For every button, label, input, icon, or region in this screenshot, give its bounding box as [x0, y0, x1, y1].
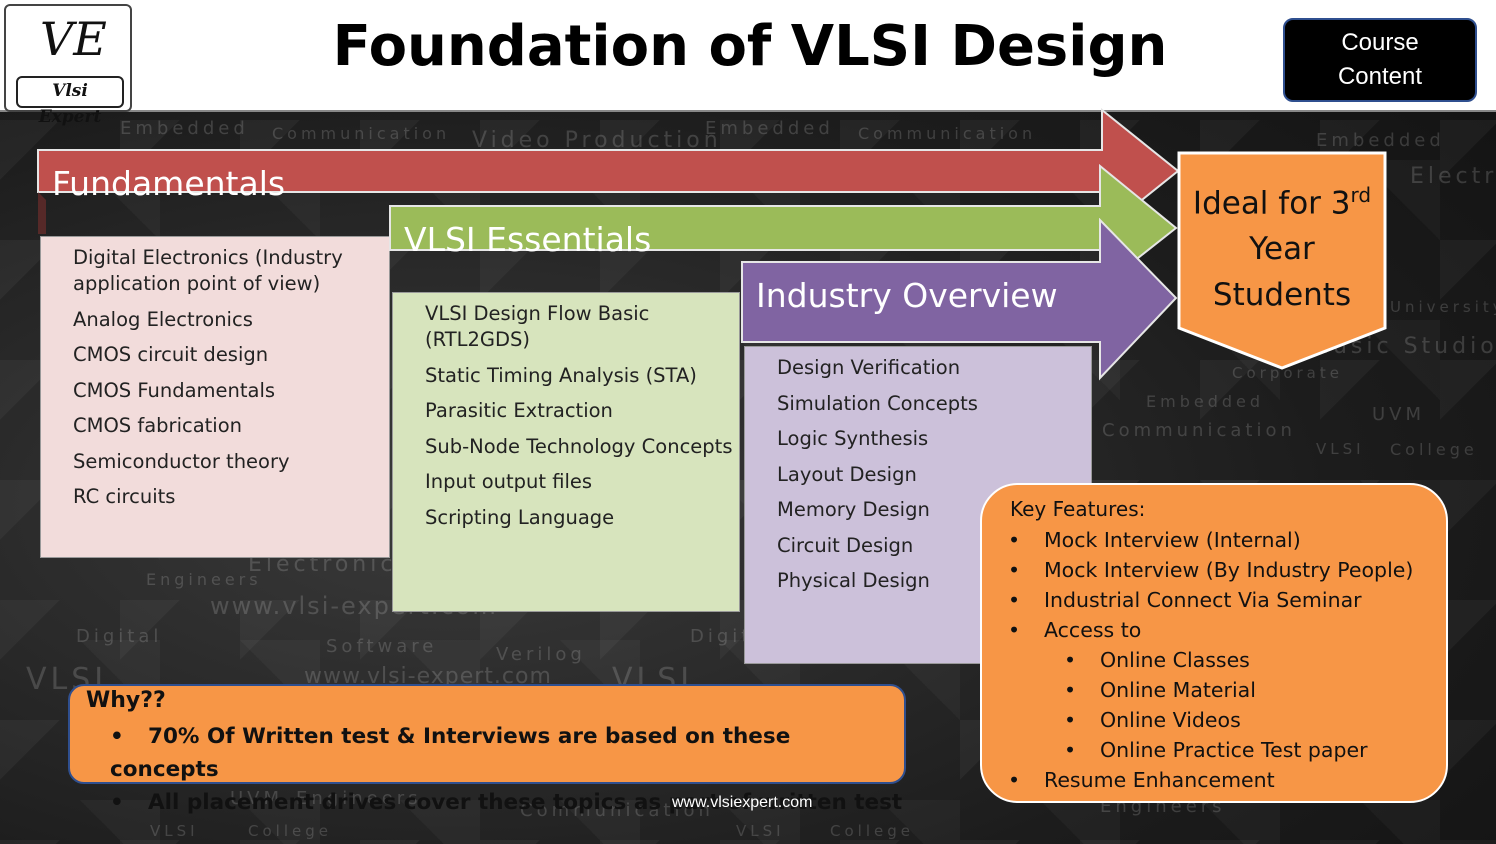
- course-content-line1: Course: [1341, 29, 1419, 56]
- header-bar: VE Vlsi Expert Foundation of VLSI Design…: [0, 0, 1496, 127]
- vlsi-essentials-box: VLSI Design Flow Basic (RTL2GDS) Static …: [392, 292, 740, 612]
- logo-text: Vlsi Expert: [16, 76, 124, 127]
- watermark-text: Electronics: [1410, 164, 1496, 189]
- list-item: Physical Design: [777, 569, 930, 592]
- list-item: CMOS circuit design: [73, 343, 269, 366]
- bullet-icon: •: [1064, 708, 1077, 732]
- list-item: Sub-Node Technology Concepts: [425, 434, 733, 458]
- watermark-text: VLSI: [1316, 440, 1365, 458]
- feature-item: •Access to: [1008, 615, 1413, 645]
- footer-url[interactable]: www.vlsiexpert.com: [672, 794, 813, 811]
- industry-overview-label: Industry Overview: [756, 276, 1058, 315]
- bullet-icon: •: [1008, 588, 1021, 612]
- list-item: Memory Design: [777, 498, 930, 521]
- list-item: Parasitic Extraction: [425, 399, 613, 422]
- why-title: Why??: [86, 688, 166, 713]
- fundamentals-label: Fundamentals: [52, 164, 286, 203]
- industry-overview-arrow: [741, 218, 1178, 381]
- bullet-icon: •: [1008, 528, 1021, 552]
- list-item: CMOS Fundamentals: [73, 378, 276, 402]
- fundamentals-box: Digital Electronics (Industry applicatio…: [40, 236, 390, 558]
- list-item: Semiconductor theory: [73, 449, 290, 473]
- list-item: RC circuits: [73, 485, 176, 508]
- list-item: CMOS fabrication: [73, 414, 243, 437]
- watermark-text: VLSI: [736, 822, 785, 840]
- bullet-icon: •: [110, 724, 124, 749]
- list-item: VLSI Design Flow Basic (RTL2GDS): [425, 302, 650, 351]
- ideal-line3: Students: [1212, 277, 1352, 314]
- list-item: Static Timing Analysis (STA): [425, 363, 697, 387]
- bullet-icon: •: [110, 790, 124, 815]
- course-content-line2: Content: [1337, 63, 1423, 90]
- list-item: Scripting Language: [425, 505, 615, 529]
- course-content-button[interactable]: Course Content: [1283, 18, 1477, 102]
- bullet-icon: •: [1064, 678, 1077, 702]
- bullet-icon: •: [1008, 768, 1021, 792]
- list-item: Design Verification: [777, 356, 961, 379]
- watermark-text: Embedded: [1316, 130, 1445, 151]
- page-title: Foundation of VLSI Design: [332, 14, 1168, 79]
- ideal-sup: rd: [1350, 183, 1372, 207]
- logo-mark: VE: [40, 12, 107, 66]
- watermark-text: Video Production: [472, 128, 722, 153]
- ideal-target-text: Ideal for 3rd Year Students: [1182, 172, 1382, 318]
- watermark-text: College: [830, 822, 914, 840]
- feature-item: •Mock Interview (Internal): [1008, 525, 1413, 555]
- key-features-title: Key Features:: [1010, 497, 1146, 521]
- watermark-text: Communication: [272, 124, 451, 143]
- feature-sub-item: •Online Videos: [1008, 705, 1413, 735]
- watermark-text: College: [1390, 440, 1478, 459]
- why-box: Why?? •70% Of Written test & Interviews …: [68, 684, 906, 815]
- list-item: Simulation Concepts: [777, 391, 978, 415]
- bullet-icon: •: [1064, 738, 1077, 762]
- why-item: •All placement drives cover these topics…: [110, 786, 904, 819]
- watermark-text: Digital: [76, 626, 163, 647]
- list-item: Input output files: [425, 470, 593, 493]
- bullet-icon: •: [1008, 558, 1021, 582]
- watermark-text: UVM: [230, 788, 284, 809]
- list-item: Digital Electronics (Industry applicatio…: [73, 246, 343, 295]
- watermark-text: Embedded: [705, 118, 834, 139]
- feature-item: •Mock Interview (By Industry People): [1008, 555, 1413, 585]
- ideal-line2: Year: [1249, 231, 1315, 268]
- vlsi-essentials-label: VLSI Essentials: [404, 220, 652, 259]
- watermark-text: College: [248, 822, 332, 840]
- bullet-icon: •: [1064, 648, 1077, 672]
- feature-item: •Industrial Connect Via Seminar: [1008, 585, 1413, 615]
- list-item: Circuit Design: [777, 533, 914, 557]
- watermark-text: Embedded: [1146, 392, 1265, 411]
- watermark-text: Engineers: [296, 788, 422, 809]
- list-item: Layout Design: [777, 462, 917, 486]
- watermark-text: Engineers: [146, 570, 262, 589]
- watermark-text: Communication: [520, 800, 714, 821]
- why-item: •70% Of Written test & Interviews are ba…: [110, 720, 904, 786]
- feature-sub-item: •Online Classes: [1008, 645, 1413, 675]
- key-features-box: Key Features: •Mock Interview (Internal)…: [980, 483, 1448, 803]
- watermark-text: Corporate: [1232, 364, 1343, 382]
- watermark-text: UVM: [1372, 404, 1426, 425]
- list-item: Analog Electronics: [73, 307, 253, 331]
- logo: VE Vlsi Expert: [4, 4, 132, 127]
- watermark-text: VLSI: [150, 822, 199, 840]
- list-item: Logic Synthesis: [777, 427, 929, 450]
- ideal-line1: Ideal for 3: [1192, 185, 1351, 222]
- ideal-target-shape: [1177, 151, 1387, 370]
- feature-item: •Resume Enhancement: [1008, 765, 1413, 795]
- watermark-text: University: [1390, 298, 1496, 316]
- feature-sub-item: •Online Practice Test paper: [1008, 735, 1413, 765]
- watermark-text: Embedded: [120, 118, 249, 139]
- watermark-text: Communication: [1102, 420, 1296, 441]
- watermark-text: Software: [326, 636, 438, 657]
- watermark-text: Communication: [858, 124, 1037, 143]
- feature-sub-item: •Online Material: [1008, 675, 1413, 705]
- watermark-text: Verilog: [496, 644, 586, 665]
- bullet-icon: •: [1008, 618, 1021, 642]
